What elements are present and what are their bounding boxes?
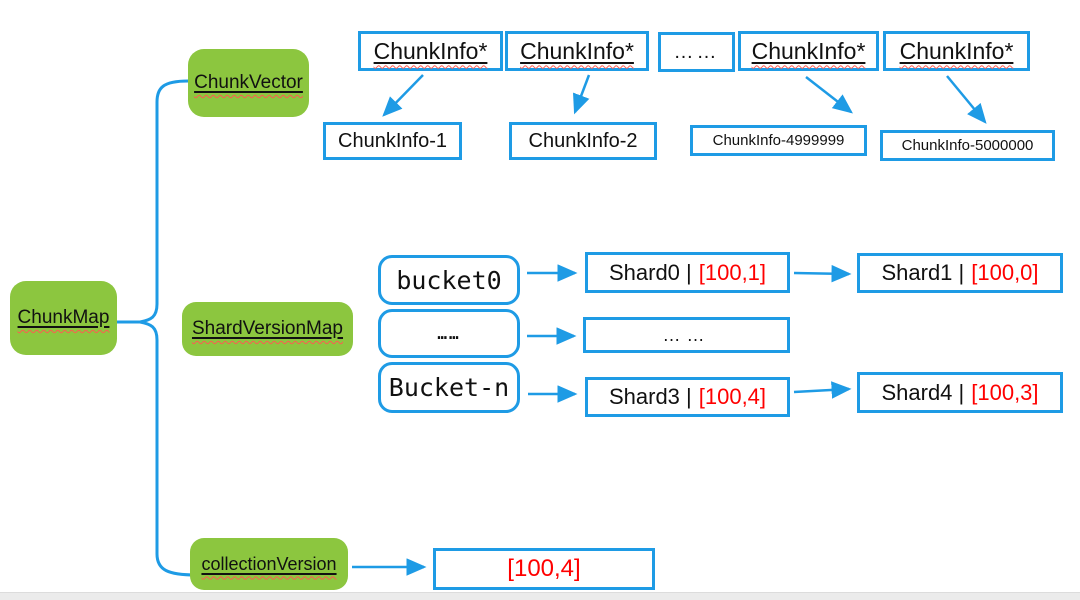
pointer-cell-ellipsis-label: …… [673, 40, 720, 63]
node-shardversionmap-underline: ShardVersionMap [192, 318, 343, 340]
shard0-name: Shard0 | [608, 259, 692, 285]
bucket-ellipsis: …… [378, 309, 520, 358]
shard-box-shard3: Shard3 | [100,4] [585, 377, 790, 417]
node-collectionversion-label: collectionVersion [201, 553, 337, 574]
chunk-node-4999999: ChunkInfo-4999999 [690, 125, 867, 156]
bucket-bucket-n: Bucket-n [378, 362, 520, 413]
shard-box-shard0: Shard0 | [100,1] [585, 252, 790, 293]
pointer-cell-2-underline: ChunkInfo* [520, 38, 634, 65]
pointer-cell-ellipsis: …… [658, 32, 735, 72]
arrow-chunkinfo-5000000 [946, 75, 987, 124]
chunk-node-2-label: ChunkInfo-2 [528, 129, 638, 152]
node-shardversionmap-label: ShardVersionMap [191, 318, 344, 339]
arrow-shard3-shard4 [793, 381, 852, 399]
pointer-cell-4-underline: ChunkInfo* [752, 38, 866, 65]
shard3-version: [100,4] [698, 384, 767, 409]
shard4-name: Shard4 | [881, 379, 965, 405]
node-chunkmap-underline: ChunkMap [18, 307, 110, 329]
pointer-cell-1-label: ChunkInfo* [373, 37, 488, 64]
chunk-node-2: ChunkInfo-2 [509, 122, 657, 160]
node-collectionversion-underline: collectionVersion [201, 554, 336, 575]
chunk-node-4999999-label: ChunkInfo-4999999 [712, 132, 845, 149]
node-chunkvector-underline: ChunkVector [194, 72, 303, 94]
node-collectionversion: collectionVersion [190, 538, 348, 590]
shard1-version: [100,0] [971, 260, 1039, 285]
chunk-node-5000000-label: ChunkInfo-5000000 [901, 137, 1034, 154]
node-shardversionmap: ShardVersionMap [182, 302, 353, 356]
pointer-cell-4: ChunkInfo* [738, 31, 879, 71]
bucket-bucket0: bucket0 [378, 255, 520, 305]
pointer-cell-5-label: ChunkInfo* [899, 37, 1014, 64]
node-chunkmap-label: ChunkMap [17, 307, 110, 328]
shard-dots-label: …… [662, 324, 711, 345]
shard-box-shard4: Shard4 | [100,3] [857, 372, 1063, 413]
shard4-version: [100,3] [971, 379, 1039, 405]
pointer-cell-1-underline: ChunkInfo* [374, 38, 488, 65]
collection-version-value-box: [100,4] [433, 548, 655, 590]
collection-version-value: [100,4] [507, 555, 581, 582]
arrow-chunkinfo-2 [573, 74, 591, 115]
bucket-ellipsis-label: …… [437, 324, 461, 343]
node-chunkvector-label: ChunkVector [194, 72, 303, 93]
chunk-node-5000000: ChunkInfo-5000000 [880, 130, 1055, 161]
arrow-chunkinfo-4999999 [805, 76, 853, 114]
shard-box-shard1: Shard1 | [100,0] [857, 253, 1063, 293]
shard-dots-box: …… [583, 317, 790, 353]
bottom-bar [0, 592, 1080, 600]
shard1-name: Shard1 | [881, 260, 965, 285]
arrow-chunkinfo-1 [382, 74, 424, 117]
shard0-version: [100,1] [698, 259, 767, 285]
chunk-node-1-label: ChunkInfo-1 [338, 129, 447, 152]
pointer-cell-2-label: ChunkInfo* [520, 37, 634, 64]
bucket-bucket-n-label: Bucket-n [388, 373, 510, 402]
pointer-cell-5-underline: ChunkInfo* [900, 38, 1014, 65]
node-chunkmap: ChunkMap [10, 281, 117, 355]
pointer-cell-1: ChunkInfo* [358, 31, 503, 71]
shard3-name: Shard3 | [608, 384, 692, 409]
arrow-shard0-shard1 [793, 264, 852, 283]
node-chunkvector: ChunkVector [188, 49, 309, 117]
pointer-cell-4-label: ChunkInfo* [751, 37, 866, 64]
pointer-cell-5: ChunkInfo* [883, 31, 1030, 71]
chunk-node-1: ChunkInfo-1 [323, 122, 462, 160]
pointer-cell-2: ChunkInfo* [505, 31, 649, 71]
bucket-bucket0-label: bucket0 [396, 265, 502, 295]
